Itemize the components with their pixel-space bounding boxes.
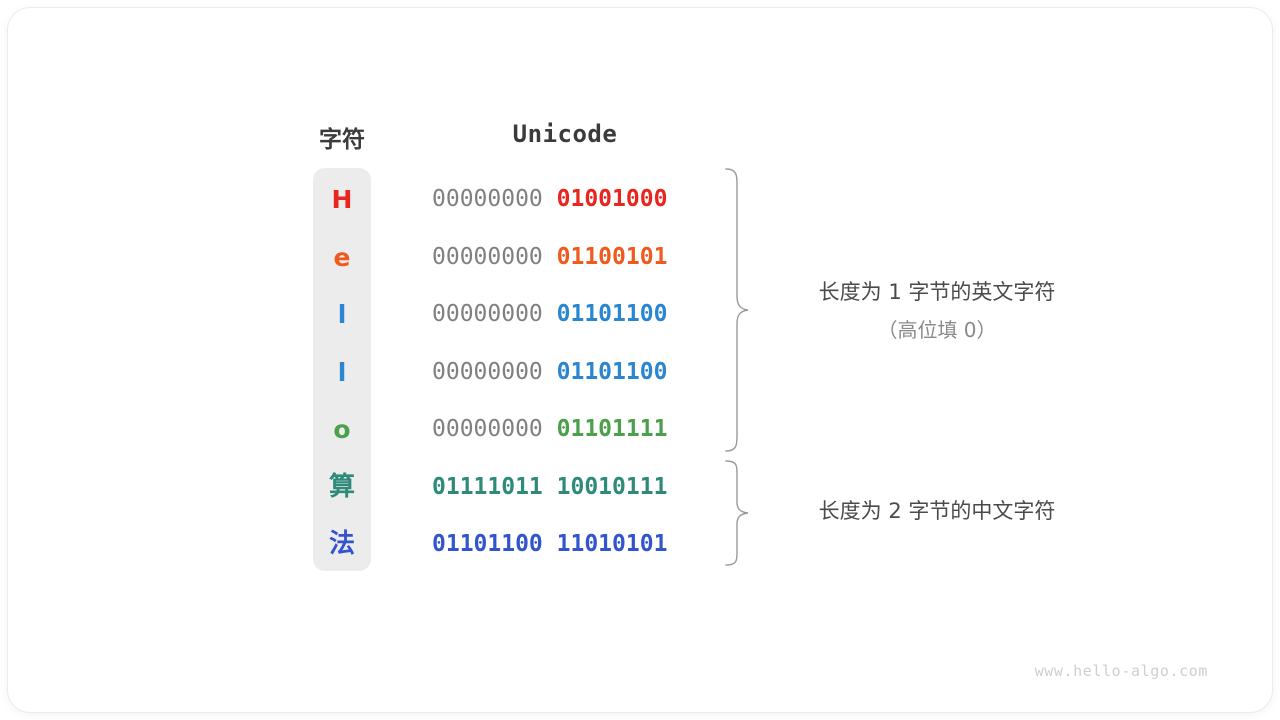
- table-row: l 00000000 01101100: [8, 286, 1272, 344]
- byte-separator: [543, 531, 557, 557]
- watermark-url: www.hello-algo.com: [1034, 662, 1208, 680]
- unicode-bits-cell: 00000000 01001000: [432, 171, 698, 229]
- byte-separator: [543, 301, 557, 327]
- byte-separator: [543, 186, 557, 212]
- unicode-low-byte: 01101100: [556, 301, 668, 327]
- unicode-low-byte: 10010111: [556, 473, 668, 500]
- unicode-low-byte: 01101100: [556, 358, 668, 385]
- brace-ascii-group: [725, 168, 749, 452]
- table-row: H 00000000 01001000: [8, 171, 1272, 229]
- table-row: 算 01111011 10010111: [8, 459, 1272, 517]
- unicode-bits-cell: 00000000 01101111: [432, 401, 698, 459]
- character-cell: e: [333, 242, 351, 272]
- character-cell: 算: [328, 471, 355, 502]
- unicode-high-byte: 00000000: [432, 301, 543, 327]
- annotation-ascii-secondary: （高位填 0）: [877, 318, 997, 342]
- table-row: o 00000000 01101111: [8, 401, 1272, 459]
- byte-separator: [543, 416, 557, 442]
- column-header-character: 字符: [319, 127, 365, 153]
- unicode-low-byte: 01001000: [556, 186, 668, 212]
- annotation-ascii-primary: 长度为 1 字节的英文字符: [818, 280, 1056, 304]
- unicode-high-byte: 00000000: [432, 186, 543, 212]
- figure-card: 字符 Unicode H 00000000 01001000 e 00000000 0…: [8, 8, 1272, 712]
- table-row: 法 01101100 11010101: [8, 516, 1272, 574]
- unicode-bits-cell: 00000000 01101100: [432, 344, 698, 402]
- character-cell: l: [337, 357, 347, 387]
- brace-cjk-group: [725, 460, 749, 566]
- unicode-bits-cell: 00000000 01101100: [432, 286, 698, 344]
- figure-stage: 字符 Unicode H 00000000 01001000 e 00000000 0…: [8, 8, 1272, 712]
- character-cell: l: [337, 300, 347, 329]
- unicode-low-byte: 11010101: [556, 531, 668, 557]
- unicode-bits-cell: 00000000 01100101: [432, 229, 698, 287]
- unicode-high-byte: 00000000: [432, 358, 543, 385]
- unicode-bits-cell: 01111011 10010111: [432, 459, 698, 517]
- unicode-bits-cell: 01101100 11010101: [432, 516, 698, 574]
- byte-separator: [543, 474, 557, 500]
- character-cell: H: [331, 185, 353, 214]
- column-header-unicode: Unicode: [512, 120, 618, 148]
- unicode-low-byte: 01101111: [556, 416, 668, 442]
- unicode-high-byte: 00000000: [432, 243, 543, 270]
- unicode-low-byte: 01100101: [556, 243, 668, 270]
- byte-separator: [543, 359, 557, 385]
- unicode-high-byte: 01101100: [432, 531, 543, 557]
- unicode-high-byte: 00000000: [432, 416, 543, 442]
- character-cell: 法: [328, 529, 355, 559]
- annotation-cjk-primary: 长度为 2 字节的中文字符: [818, 499, 1056, 523]
- unicode-high-byte: 01111011: [432, 473, 543, 500]
- character-cell: o: [333, 415, 351, 444]
- table-row: l 00000000 01101100: [8, 344, 1272, 402]
- character-column-background: [313, 168, 371, 571]
- table-row: e 00000000 01100101: [8, 229, 1272, 287]
- byte-separator: [543, 244, 557, 270]
